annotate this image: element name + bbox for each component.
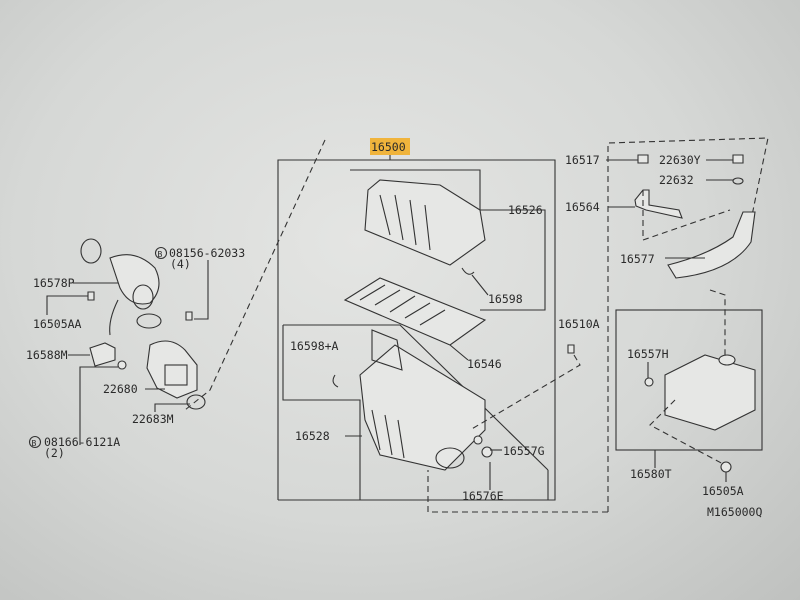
bracket-16588m bbox=[89, 342, 116, 367]
air-cleaner-cover bbox=[364, 179, 486, 266]
label-16526[interactable]: 16526 bbox=[508, 203, 543, 217]
label-bolt-08166[interactable]: 08166-6121A bbox=[44, 435, 120, 449]
label-16505aa[interactable]: 16505AA bbox=[33, 317, 82, 331]
label-bolt-08156-qty: (4) bbox=[170, 257, 191, 271]
label-16564[interactable]: 16564 bbox=[565, 200, 600, 214]
label-bolt-08156[interactable]: 08156-62033 bbox=[169, 246, 245, 260]
label-16578p[interactable]: 16578P bbox=[33, 276, 75, 290]
throttle-body bbox=[146, 340, 198, 399]
label-16577[interactable]: 16577 bbox=[620, 252, 655, 266]
label-22632[interactable]: 22632 bbox=[659, 173, 694, 187]
clamp bbox=[80, 238, 102, 264]
label-16505a[interactable]: 16505A bbox=[702, 484, 744, 498]
duct-16577 bbox=[667, 211, 756, 279]
label-22630y[interactable]: 22630Y bbox=[659, 153, 701, 167]
label-16557h[interactable]: 16557H bbox=[627, 347, 669, 361]
label-16517[interactable]: 16517 bbox=[565, 153, 600, 167]
label-16510a[interactable]: 16510A bbox=[558, 317, 600, 331]
label-16546[interactable]: 16546 bbox=[467, 357, 502, 371]
label-16580t[interactable]: 16580T bbox=[630, 467, 672, 481]
bolt-marker-2: B bbox=[32, 439, 37, 448]
resonator-box bbox=[615, 309, 763, 451]
label-22683m[interactable]: 22683M bbox=[132, 412, 174, 426]
duct-16578p bbox=[109, 254, 160, 305]
bolt-marker-1: B bbox=[158, 250, 163, 259]
bracket-16564 bbox=[634, 189, 683, 219]
label-16598a[interactable]: 16598+A bbox=[290, 339, 339, 353]
label-16576e[interactable]: 16576E bbox=[462, 489, 504, 503]
label-16528[interactable]: 16528 bbox=[295, 429, 330, 443]
label-16500[interactable]: 16500 bbox=[371, 140, 406, 154]
highlight-16500 bbox=[370, 138, 410, 155]
resonator bbox=[664, 354, 756, 431]
label-22680[interactable]: 22680 bbox=[103, 382, 138, 396]
figure-code: M165000Q bbox=[707, 505, 762, 519]
label-16557g[interactable]: 16557G bbox=[503, 444, 545, 458]
label-bolt-08166-qty: (2) bbox=[44, 446, 65, 460]
air-cleaner-body bbox=[359, 344, 486, 471]
label-16598[interactable]: 16598 bbox=[488, 292, 523, 306]
label-16588m[interactable]: 16588M bbox=[26, 348, 68, 362]
